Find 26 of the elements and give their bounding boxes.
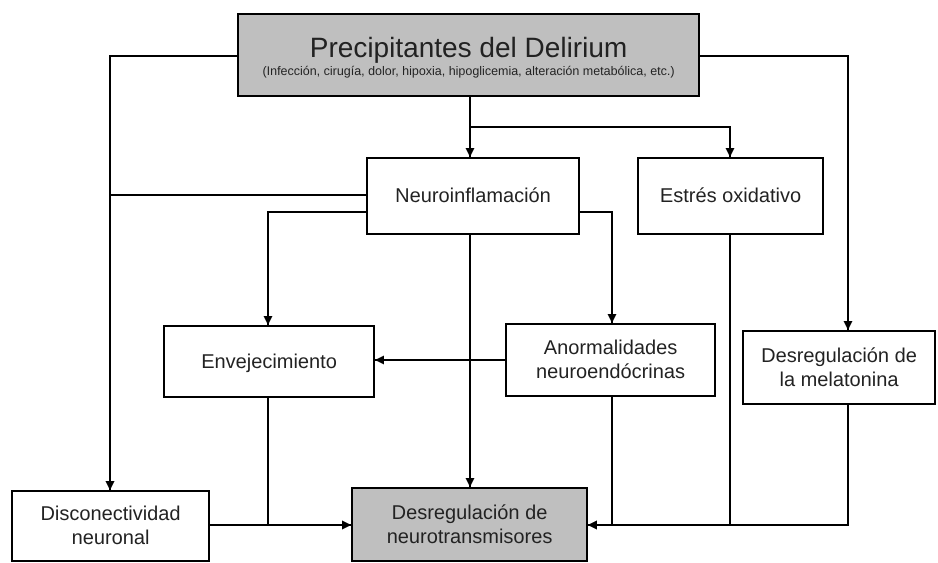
node-label: Anormalidades neuroendócrinas: [535, 336, 686, 384]
arrow: [264, 211, 366, 325]
process-box: [237, 13, 700, 97]
arrow: [210, 520, 351, 530]
node-description: (Infección, cirugía, dolor, hipoxia, hipoglicemia, alteración metabólica, etc.): [261, 64, 676, 80]
process-box: [163, 325, 375, 398]
process-box: [637, 157, 824, 235]
node-label: Desregulación de neurotransmisores: [386, 500, 554, 548]
process-box: [366, 157, 580, 235]
node-label: Desregulación de la melatonina: [760, 344, 918, 392]
process-box: [505, 323, 716, 397]
arrow: [700, 55, 852, 330]
process-box: [11, 490, 210, 562]
arrow: [375, 356, 505, 364]
arrow: [588, 405, 849, 530]
node-label: Disconectividad neuronal: [39, 502, 182, 550]
node-label: Envejecimiento: [200, 350, 338, 374]
arrow: [580, 211, 616, 323]
process-box: [742, 330, 936, 405]
node-label: Neuroinflamación: [394, 184, 552, 208]
arrow: [466, 235, 474, 487]
node-label: Estrés oxidativo: [658, 184, 802, 208]
process-box: [351, 487, 588, 562]
arrow: [469, 97, 734, 157]
node-label: Precipitantes del Delirium: [308, 30, 628, 64]
arrow: [106, 194, 366, 490]
